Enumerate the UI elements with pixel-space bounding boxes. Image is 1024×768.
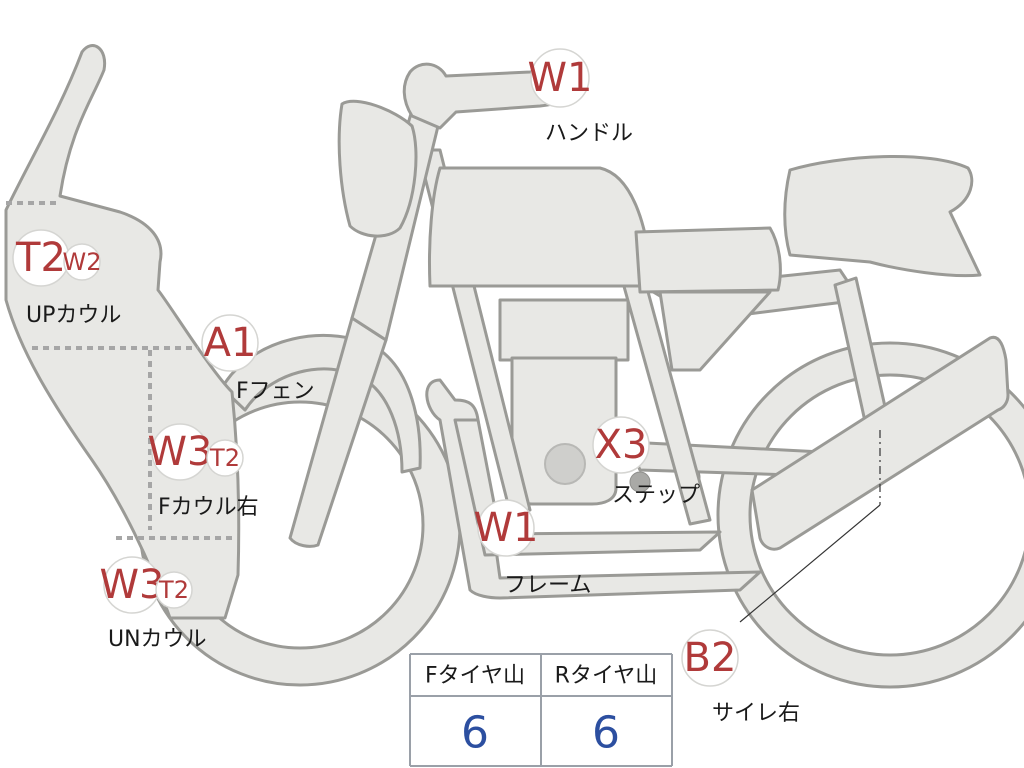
- table-value-front-tire: 6: [461, 708, 489, 759]
- code-badge: [530, 48, 590, 108]
- damage-code: W3: [148, 429, 213, 475]
- tire-tread-table: Fタイヤ山 Rタイヤ山 6 6: [409, 653, 673, 767]
- seat-tail: [783, 155, 982, 278]
- code-badge: [477, 499, 535, 557]
- exhaust-pipe: [425, 378, 762, 600]
- damage-code: W1: [528, 55, 593, 101]
- side-cover: [658, 290, 772, 372]
- code-badge: [681, 629, 739, 687]
- damage-code: A1: [204, 320, 257, 366]
- part-label: Fカウル右: [158, 495, 259, 520]
- part-label: ステップ: [612, 483, 700, 508]
- code-badge-small: [63, 243, 101, 281]
- table-value-rear-tire: 6: [592, 708, 620, 759]
- part-label: Fフェン: [236, 379, 315, 404]
- seat-front: [634, 226, 782, 294]
- rear-wheel-inner: [748, 373, 1024, 657]
- part-f-cowl-right: W3 T2 Fカウル右: [148, 423, 259, 520]
- silencer-leader-line: [739, 504, 881, 623]
- part-label: UPカウル: [26, 303, 121, 328]
- part-label: ハンドル: [545, 121, 633, 146]
- table-header-rear-tire: Rタイヤ山: [555, 664, 658, 689]
- exhaust-pipe-inner: [453, 418, 722, 557]
- engine-top: [498, 298, 630, 362]
- code-badge-small: [206, 439, 244, 477]
- damage-code: W1: [474, 505, 539, 551]
- damage-code-small: T2: [158, 576, 189, 604]
- code-badge: [201, 314, 259, 372]
- damage-code: W3: [100, 562, 165, 608]
- damage-code-small: W2: [63, 248, 102, 276]
- damage-code-small: T2: [209, 444, 240, 472]
- damage-code: B2: [684, 635, 737, 681]
- part-step: X3 ステップ: [592, 416, 700, 508]
- part-handle: W1 ハンドル: [528, 48, 633, 146]
- table-header-front-tire: Fタイヤ山: [425, 664, 525, 689]
- engine-cover: [544, 443, 586, 485]
- part-up-cowl: T2 W2 UPカウル: [12, 229, 121, 328]
- part-frame: W1 フレーム: [474, 499, 591, 598]
- part-label: UNカウル: [108, 627, 207, 652]
- step-peg-1: [629, 471, 651, 493]
- part-label: フレーム: [504, 573, 591, 598]
- damage-code: X3: [595, 422, 648, 468]
- part-f-fender: A1 Fフェン: [201, 314, 315, 404]
- headlight-cover: [337, 99, 418, 238]
- part-un-cowl: W3 T2 UNカウル: [100, 556, 207, 652]
- code-badge: [592, 416, 650, 474]
- part-silencer-right: B2 サイレ右: [681, 629, 800, 726]
- part-label: サイレ右: [712, 701, 800, 726]
- code-badge-small: [155, 571, 193, 609]
- fuel-tank: [427, 166, 654, 288]
- damage-code: T2: [15, 235, 66, 281]
- front-fork: [288, 316, 388, 548]
